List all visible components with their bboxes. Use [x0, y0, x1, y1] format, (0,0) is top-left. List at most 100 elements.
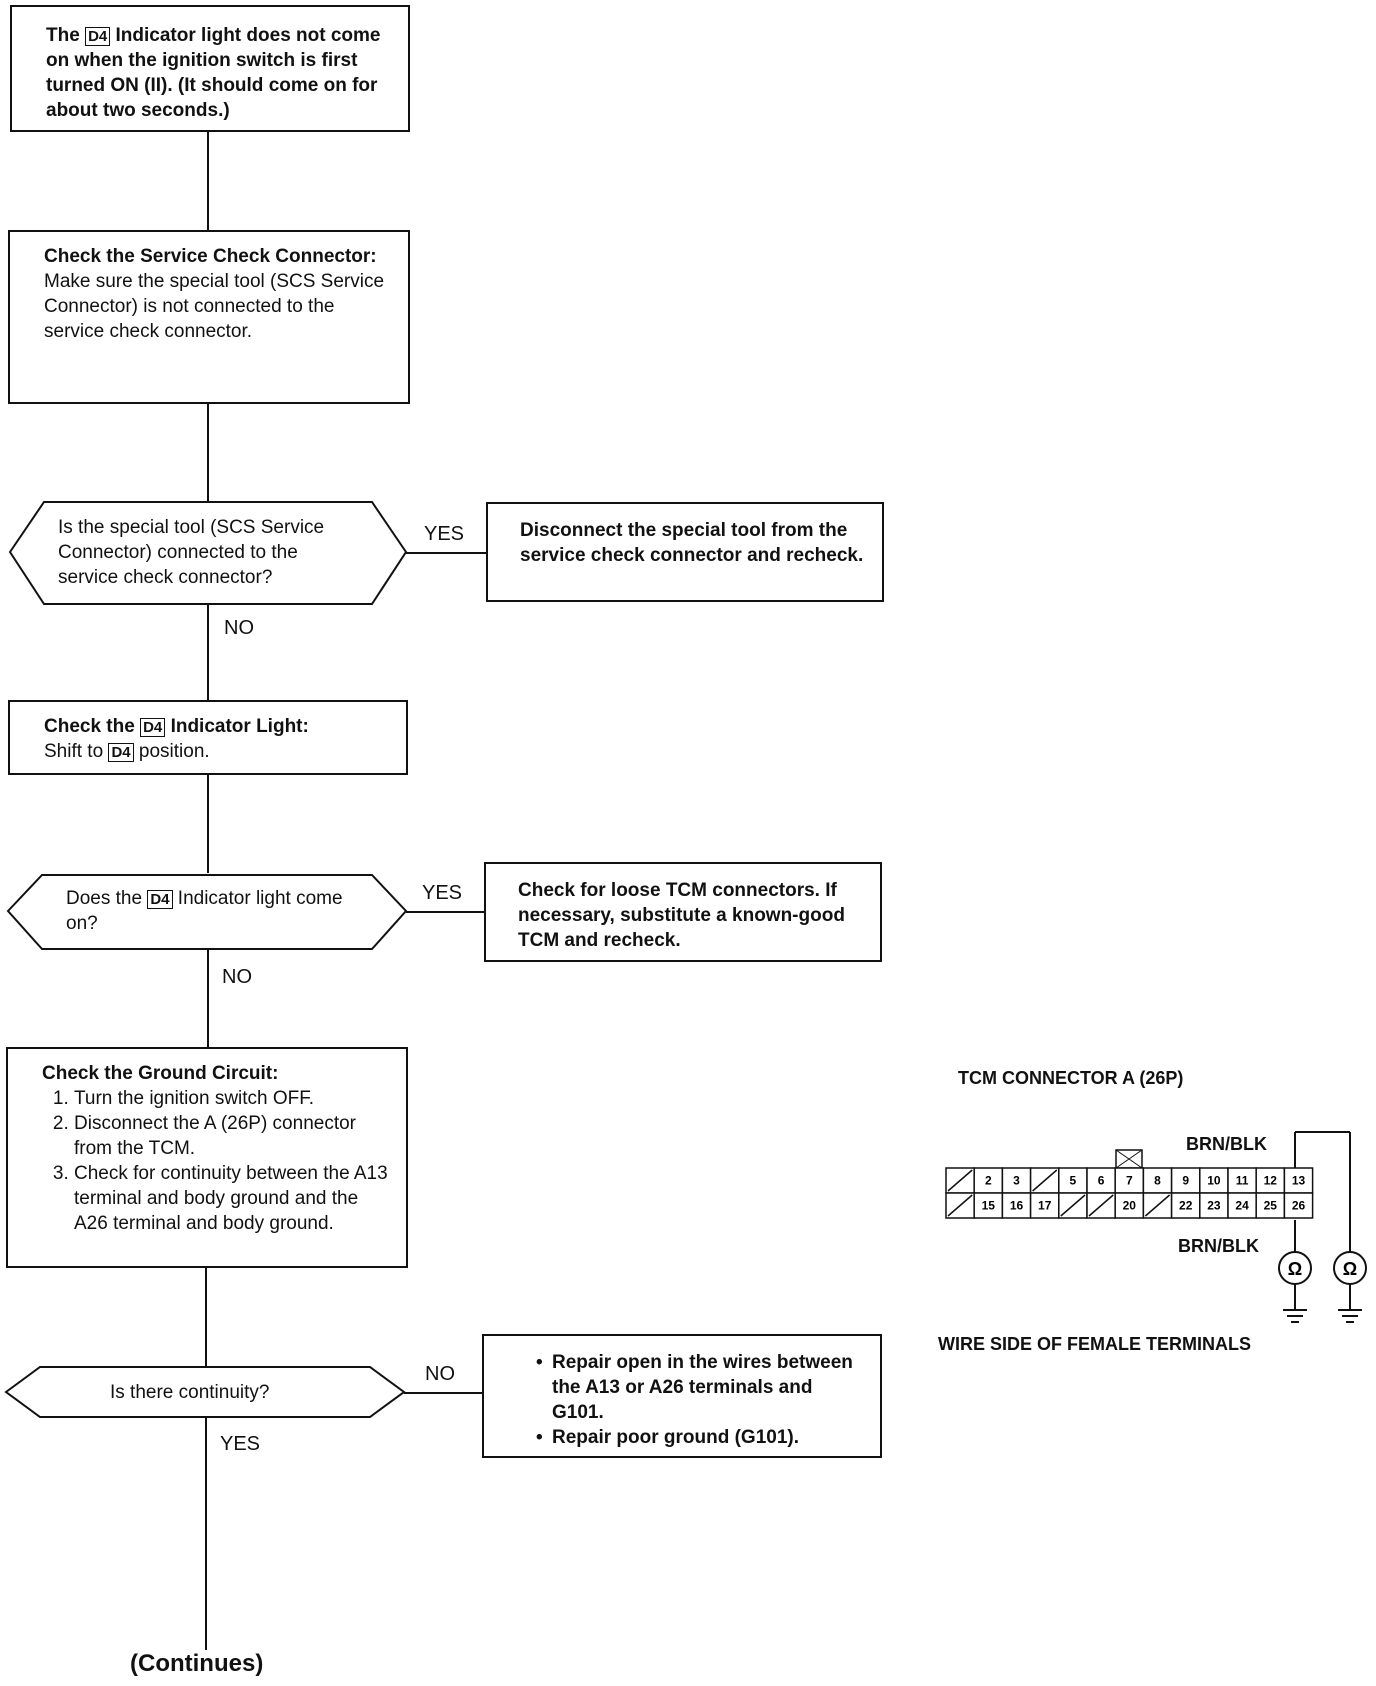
flow-line-1 — [207, 130, 209, 230]
step2-title: Check the D4 Indicator Light: — [44, 714, 394, 739]
step2-body-post: position. — [138, 741, 210, 762]
decision1-shape — [8, 501, 408, 605]
empty-pin-slash — [1032, 1169, 1058, 1192]
step1-title: Check the Service Check Connector: — [44, 246, 377, 267]
pin-label: 15 — [982, 1199, 996, 1213]
ground-symbol-icon — [1338, 1309, 1362, 1323]
ohm-symbol: Ω — [1343, 1259, 1357, 1279]
pin-label: 25 — [1264, 1199, 1278, 1213]
decision1-yes-label: YES — [424, 523, 465, 545]
pin-label: 17 — [1038, 1199, 1052, 1213]
decision2-question: Does the D4 Indicator light come on? — [66, 886, 366, 936]
step3-item: Disconnect the A (26P) connector from th… — [74, 1111, 394, 1161]
connector-cell — [1255, 1167, 1286, 1194]
decision3-action-item: Repair open in the wires between the A13… — [552, 1350, 868, 1425]
step1-box: Check the Service Check Connector: Make … — [8, 230, 410, 404]
decision2-yes-action-text: Check for loose TCM connectors. If neces… — [518, 880, 845, 951]
decision1-yes-action-text: Disconnect the special tool from the ser… — [520, 520, 864, 566]
wire-label-top: BRN/BLK — [1186, 1134, 1267, 1154]
flow-line-7 — [205, 1412, 207, 1650]
decision2-q-pre: Does the — [66, 888, 143, 909]
decision3-action-item: Repair poor ground (G101). — [552, 1425, 868, 1450]
start-text-post: Indicator light does not come on when th… — [46, 25, 381, 121]
step3-title: Check the Ground Circuit: — [42, 1063, 279, 1084]
empty-pin-slash — [1144, 1194, 1171, 1217]
start-box: The D4 Indicator light does not come on … — [10, 5, 410, 132]
ground-symbol-icon — [1283, 1309, 1307, 1323]
pin-label: 2 — [985, 1174, 992, 1188]
pin-label: 20 — [1123, 1199, 1137, 1213]
d4-symbol: D4 — [147, 890, 173, 909]
decision1-yes-action: Disconnect the special tool from the ser… — [486, 502, 884, 602]
connector-cell — [1283, 1192, 1314, 1219]
empty-pin-slash — [947, 1169, 973, 1192]
no-line-3 — [404, 1392, 482, 1394]
pin-label: 10 — [1207, 1174, 1221, 1188]
flow-line-6 — [205, 1266, 207, 1366]
step2-title-post: Indicator Light: — [170, 716, 309, 737]
connector-cell — [1114, 1167, 1145, 1194]
decision3-yes-label: YES — [220, 1433, 261, 1455]
pin-label: 12 — [1264, 1174, 1278, 1188]
wire-label-bottom: BRN/BLK — [1178, 1236, 1259, 1256]
flow-line-4 — [207, 773, 209, 873]
connector-cell — [1170, 1192, 1201, 1219]
pin-label: 26 — [1292, 1199, 1306, 1213]
step2-title-pre: Check the — [44, 716, 135, 737]
connector-cell — [1029, 1192, 1060, 1219]
connector-cell — [1001, 1167, 1032, 1194]
yes-line-1 — [406, 552, 488, 554]
pin-label: 3 — [1013, 1174, 1020, 1188]
connector-cell — [1227, 1192, 1257, 1219]
connector-cell — [1142, 1167, 1173, 1194]
step2-body: Shift to D4 position. — [44, 739, 394, 764]
d4-symbol: D4 — [140, 718, 166, 737]
decision2-yes-action: Check for loose TCM connectors. If neces… — [484, 862, 882, 962]
pin-label: 23 — [1207, 1199, 1221, 1213]
step2-body-pre: Shift to — [44, 741, 104, 762]
pin-label: 6 — [1098, 1174, 1105, 1188]
decision3-shape — [4, 1366, 406, 1418]
d4-symbol: D4 — [108, 743, 134, 762]
yes-line-2 — [406, 911, 484, 913]
flow-line-5 — [207, 948, 209, 1048]
decision3-action-list: Repair open in the wires between the A13… — [532, 1350, 868, 1450]
pin-label: 22 — [1179, 1199, 1193, 1213]
continues-label: (Continues) — [130, 1650, 264, 1677]
empty-pin-slash — [947, 1194, 973, 1217]
connector-caption: WIRE SIDE OF FEMALE TERMINALS — [938, 1334, 1251, 1354]
connector-cell — [1199, 1192, 1229, 1219]
step3-item: Check for continuity between the A13 ter… — [74, 1161, 394, 1236]
step3-box: Check the Ground Circuit: Turn the ignit… — [6, 1047, 408, 1268]
pin-label: 5 — [1070, 1174, 1077, 1188]
step3-list: Turn the ignition switch OFF. Disconnect… — [42, 1086, 394, 1236]
decision2-q-post: Indicator light come on? — [66, 888, 343, 934]
pin-label: 8 — [1154, 1174, 1161, 1188]
connector-title: TCM CONNECTOR A (26P) — [958, 1068, 1184, 1088]
decision2-no-label: NO — [222, 966, 252, 988]
pin-label: 11 — [1236, 1174, 1249, 1188]
decision1-no-label: NO — [224, 617, 254, 639]
d4-symbol: D4 — [85, 27, 111, 46]
step2-box: Check the D4 Indicator Light: Shift to D… — [8, 700, 408, 775]
decision1-question: Is the special tool (SCS Service Connect… — [58, 517, 325, 588]
empty-pin-slash — [1088, 1194, 1114, 1217]
decision2-shape — [6, 874, 408, 950]
decision3-no-action: Repair open in the wires between the A13… — [482, 1334, 882, 1458]
flow-line-3 — [207, 600, 209, 700]
decision2-yes-label: YES — [422, 882, 463, 904]
step1-body: Make sure the special tool (SCS Service … — [44, 271, 385, 342]
ohm-symbol: Ω — [1288, 1259, 1302, 1279]
step3-item: Turn the ignition switch OFF. — [74, 1086, 394, 1111]
flow-line-2 — [207, 402, 209, 502]
pin-label: 16 — [1010, 1199, 1024, 1213]
decision3-question: Is there continuity? — [110, 1382, 270, 1403]
pin-label: 9 — [1182, 1174, 1189, 1188]
pin-label: 13 — [1292, 1174, 1306, 1188]
start-text-pre: The — [46, 25, 80, 46]
decision3-no-label: NO — [425, 1363, 455, 1385]
pin-label: 24 — [1235, 1199, 1249, 1213]
empty-pin-slash — [1060, 1194, 1086, 1217]
